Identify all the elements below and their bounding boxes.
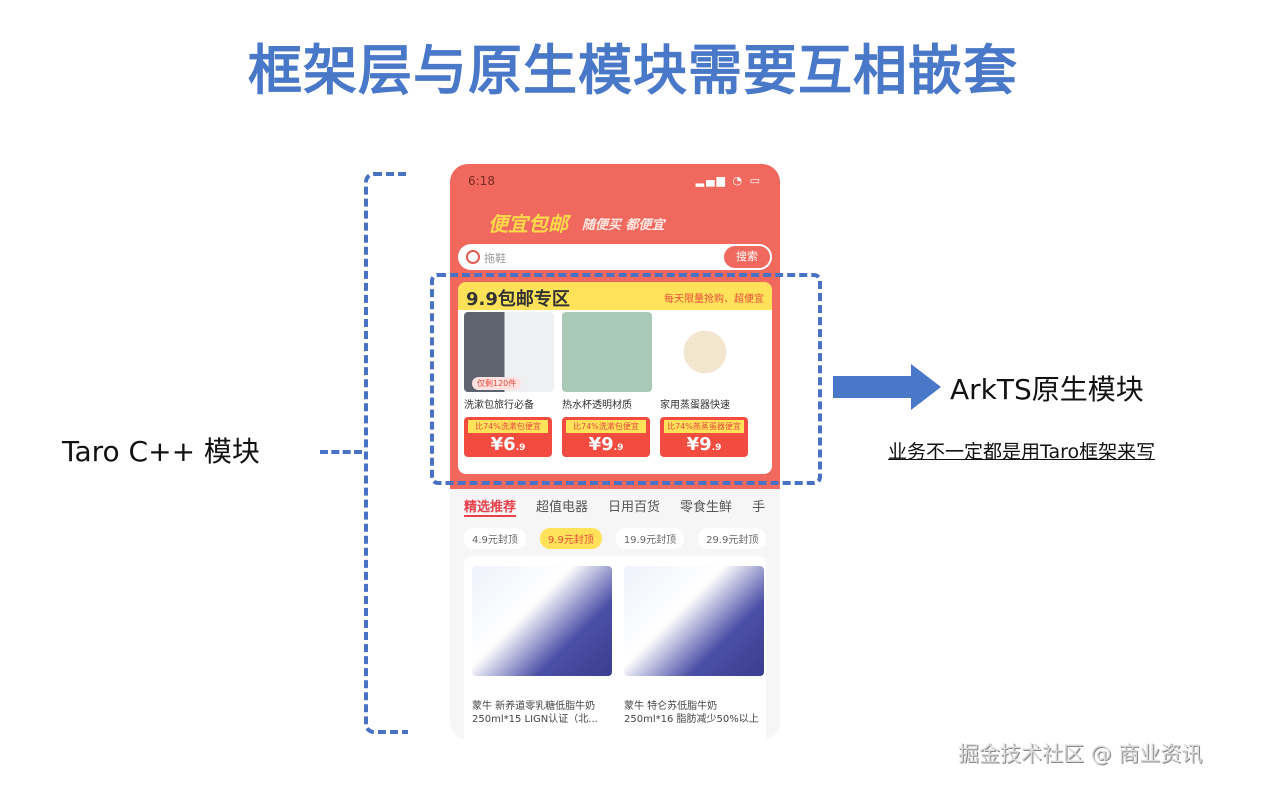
zone-header: 9.9包邮专区 每天限量抢购、超便宜 xyxy=(458,282,772,310)
chip-4-9[interactable]: 4.9元封顶 xyxy=(464,528,526,549)
price-tag: 比74%洗漱包便宜 xyxy=(468,420,548,433)
taro-cpp-module-label: Taro C++ 模块 xyxy=(62,435,260,468)
product-name: 蒙牛 特仑苏低脂牛奶 250ml*16 脂肪减少50%以上 xyxy=(624,701,759,725)
tab-more[interactable]: 手 xyxy=(752,500,766,515)
price: ¥9.9 xyxy=(588,434,624,455)
phone-mockup: 6:18 ▂▄▆ ◔ ▭ 便宜包邮 随便买 都便宜 拖鞋 搜索 9.9包邮专区 … xyxy=(450,164,780,740)
arrow-right-icon xyxy=(833,364,941,410)
price-filter-chips: 4.9元封顶 9.9元封顶 19.9元封顶 29.9元封顶 xyxy=(464,528,767,549)
slide-title: 框架层与原生模块需要互相嵌套 xyxy=(248,39,1018,102)
connector-line xyxy=(320,450,362,454)
chip-19-9[interactable]: 19.9元封顶 xyxy=(615,528,685,549)
price: ¥9.9 xyxy=(686,434,722,455)
business-note: 业务不一定都是用Taro框架来写 xyxy=(888,441,1156,463)
search-input[interactable]: 拖鞋 xyxy=(484,252,506,265)
phone-header: 6:18 ▂▄▆ ◔ ▭ 便宜包邮 随便买 都便宜 拖鞋 搜索 9.9包邮专区 … xyxy=(450,164,780,489)
zone-subtitle: 每天限量抢购、超便宜 xyxy=(664,294,764,305)
tab-appliances[interactable]: 超值电器 xyxy=(536,500,589,515)
price-card: 比74%洗漱包便宜 ¥9.9 xyxy=(562,417,650,457)
status-time: 6:18 xyxy=(468,174,495,188)
search-button[interactable]: 搜索 xyxy=(724,246,770,268)
taro-module-bracket xyxy=(364,172,408,734)
price-card: 比74%洗漱包便宜 ¥6.9 xyxy=(464,417,552,457)
product-name: 蒙牛 新养道零乳糖低脂牛奶 250ml*15 LIGN认证（北... xyxy=(472,701,598,725)
item-name: 热水杯透明材质 xyxy=(562,400,632,411)
slogan: 随便买 都便宜 xyxy=(582,218,665,233)
arkts-module-label: ArkTS原生模块 xyxy=(950,373,1144,406)
tab-snacks[interactable]: 零食生鲜 xyxy=(680,500,733,515)
tab-daily[interactable]: 日用百货 xyxy=(608,500,661,515)
product-image-milk xyxy=(472,566,612,676)
free-shipping-zone: 9.9包邮专区 每天限量抢购、超便宜 仅剩120件 洗漱包旅行必备 比74%洗漱… xyxy=(458,282,772,474)
watermark: 掘金技术社区 @ 商业资讯 xyxy=(958,742,1203,766)
price-tag: 比74%洗漱包便宜 xyxy=(566,420,646,433)
item-name: 洗漱包旅行必备 xyxy=(464,400,534,411)
zone-item[interactable]: 家用蒸蛋器快速 比74%燕蒸蛋器便宜 ¥9.9 xyxy=(660,312,750,457)
arkts-module-bracket xyxy=(430,273,822,485)
item-image-kettle xyxy=(562,312,652,392)
zone-item[interactable]: 热水杯透明材质 比74%洗漱包便宜 ¥9.9 xyxy=(562,312,652,457)
item-image-egg-cooker xyxy=(660,312,750,392)
brand-logo: 便宜包邮 xyxy=(488,212,568,236)
search-bar[interactable]: 拖鞋 搜索 xyxy=(458,244,772,270)
price: ¥6.9 xyxy=(490,434,526,455)
product-image-milk xyxy=(624,566,764,676)
product-grid: 蒙牛 新养道零乳糖低脂牛奶 250ml*15 LIGN认证（北... 蒙牛 特仑… xyxy=(464,556,766,740)
price-card: 比74%燕蒸蛋器便宜 ¥9.9 xyxy=(660,417,748,457)
status-icons: ▂▄▆ ◔ ▭ xyxy=(695,174,762,187)
category-tabs: 精选推荐 超值电器 日用百货 零食生鲜 手 xyxy=(464,496,765,517)
tab-featured[interactable]: 精选推荐 xyxy=(464,496,517,517)
search-icon xyxy=(466,250,480,264)
product-card[interactable]: 蒙牛 特仑苏低脂牛奶 250ml*16 脂肪减少50%以上 xyxy=(624,566,764,736)
item-name: 家用蒸蛋器快速 xyxy=(660,400,730,411)
zone-item[interactable]: 仅剩120件 洗漱包旅行必备 比74%洗漱包便宜 ¥6.9 xyxy=(464,312,554,457)
price-tag: 比74%燕蒸蛋器便宜 xyxy=(664,420,744,433)
chip-9-9[interactable]: 9.9元封顶 xyxy=(539,528,602,549)
zone-title: 9.9包邮专区 xyxy=(466,289,570,310)
chip-29-9[interactable]: 29.9元封顶 xyxy=(698,528,767,549)
item-image-toiletry-bag: 仅剩120件 xyxy=(464,312,554,392)
product-card[interactable]: 蒙牛 新养道零乳糖低脂牛奶 250ml*15 LIGN认证（北... xyxy=(472,566,612,736)
stock-badge: 仅剩120件 xyxy=(472,377,522,390)
